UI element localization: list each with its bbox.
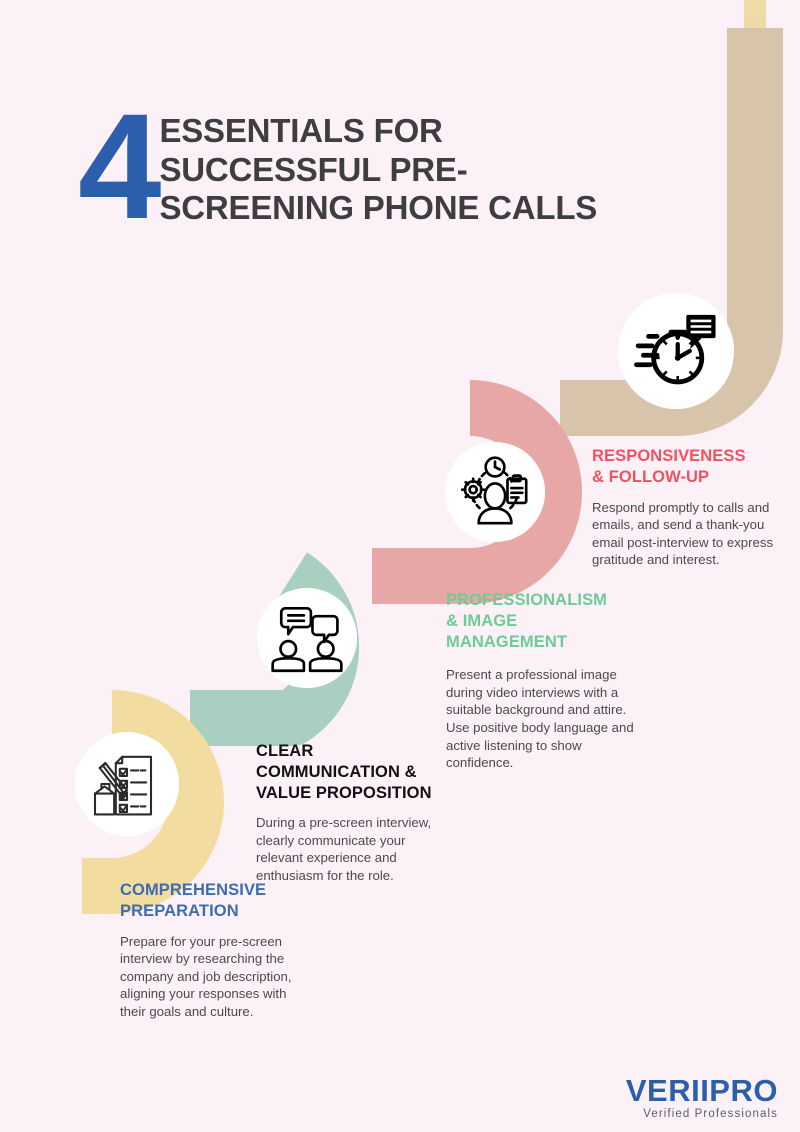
step-2-title-line-2: & IMAGE bbox=[446, 611, 518, 630]
step-2-body: Present a professional image during vide… bbox=[446, 667, 634, 771]
title-line-2: SUCCESSFUL PRE- bbox=[159, 150, 468, 188]
step-3-title-line-3: VALUE PROPOSITION bbox=[256, 783, 432, 802]
logo-tagline: Verified Professionals bbox=[643, 1107, 778, 1120]
step-2-title-line-1: PROFESSIONALISM bbox=[446, 591, 608, 609]
step-1-title-line-2: & FOLLOW-UP bbox=[592, 467, 710, 486]
step-1-title-line-1: RESPONSIVENESS bbox=[592, 447, 746, 465]
step-2-title: PROFESSIONALISM & IMAGE MANAGEMENT bbox=[446, 590, 640, 652]
two-people-chat-icon bbox=[271, 607, 343, 673]
step-block-clear-communication: CLEAR COMMUNICATION & VALUE PROPOSITION … bbox=[256, 741, 452, 885]
step-3-title: CLEAR COMMUNICATION & VALUE PROPOSITION bbox=[256, 741, 452, 803]
step-1-icon-circle bbox=[618, 293, 734, 409]
title-line-1: ESSENTIALS FOR bbox=[159, 112, 443, 149]
step-3-icon-circle bbox=[257, 588, 357, 688]
step-2-icon-circle bbox=[445, 442, 545, 542]
page-title: ESSENTIALS FOR SUCCESSFUL PRE- SCREENING… bbox=[159, 112, 597, 228]
step-block-professionalism: PROFESSIONALISM & IMAGE MANAGEMENT Prese… bbox=[446, 590, 640, 772]
step-1-title: RESPONSIVENESS & FOLLOW-UP bbox=[592, 446, 778, 488]
veriipro-logo: VERIIPRO Verified Professionals bbox=[626, 1075, 778, 1121]
checklist-pencil-icon bbox=[93, 755, 153, 816]
step-3-body: During a pre-screen interview, clearly c… bbox=[256, 815, 432, 883]
title-line-3: SCREENING PHONE CALLS bbox=[159, 189, 598, 227]
step-4-title: COMPREHENSIVE PREPARATION bbox=[120, 880, 310, 922]
step-block-comprehensive-preparation: COMPREHENSIVE PREPARATION Prepare for yo… bbox=[120, 880, 310, 1020]
step-4-title-line-2: PREPARATION bbox=[120, 901, 239, 920]
step-2-title-line-3: MANAGEMENT bbox=[446, 632, 568, 651]
step-block-responsiveness: RESPONSIVENESS & FOLLOW-UP Respond promp… bbox=[592, 446, 778, 569]
step-4-icon-circle bbox=[75, 732, 179, 836]
step-1-body: Respond promptly to calls and emails, an… bbox=[592, 499, 774, 568]
step-3-title-line-1: CLEAR bbox=[256, 742, 314, 760]
headline-number: 4 bbox=[78, 82, 161, 250]
step-3-title-line-2: COMMUNICATION & bbox=[256, 762, 417, 781]
step-4-body: Prepare for your pre-screen interview by… bbox=[120, 933, 292, 1019]
logo-wordmark: VERIIPRO bbox=[625, 1072, 778, 1108]
step-4-title-line-1: COMPREHENSIVE bbox=[120, 881, 267, 899]
person-skills-icon bbox=[460, 456, 528, 525]
poster-header: 4 ESSENTIALS FOR SUCCESSFUL PRE- SCREENI… bbox=[78, 82, 597, 250]
stopwatch-message-icon bbox=[634, 314, 716, 385]
